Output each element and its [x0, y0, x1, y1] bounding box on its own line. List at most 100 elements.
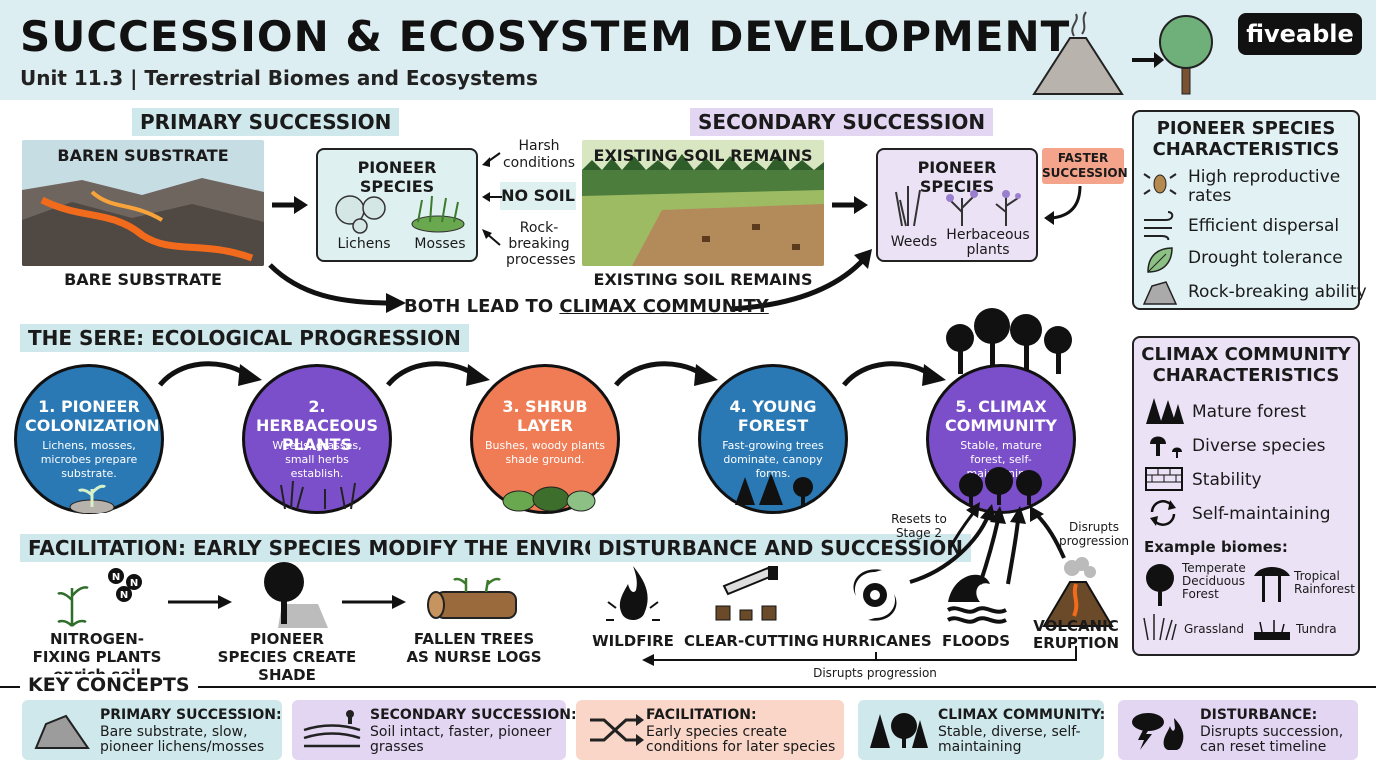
arrow-icon — [272, 196, 308, 214]
existing-soil-top-label: EXISTING SOIL REMAINS — [593, 146, 813, 165]
concept-disturbance-desc: Disrupts succession, can reset timeline — [1200, 724, 1344, 755]
disrupts-progression-right-label: Disrupts progression — [1058, 520, 1130, 548]
arrow-icon — [168, 595, 232, 609]
biome-grassland: Grassland — [1184, 622, 1244, 636]
concept-primary-title: PRIMARY SUCCESSION: — [100, 707, 282, 723]
stage-5-circle: 5. CLIMAX COMMUNITY Stable, mature fores… — [926, 364, 1076, 514]
concept-facilitation-title: FACILITATION: — [646, 707, 757, 723]
pine-trees-icon — [1146, 398, 1184, 424]
stage-3-circle: 3. SHRUB LAYER Bushes, woody plants shad… — [470, 364, 620, 514]
herbaceous-label: Herbaceous plants — [946, 227, 1030, 258]
disrupts-progression-bottom-label: Disrupts progression — [813, 666, 937, 680]
stage-1-desc: Lichens, mosses, microbes prepare substr… — [40, 439, 138, 480]
nurse-log-icon — [427, 577, 517, 619]
stage-2-circle: 2. HERBACEOUS PLANTS Weeds, grasses, sma… — [242, 364, 392, 514]
mosses-label: Mosses — [414, 236, 466, 252]
stage-1-circle: 1. PIONEER COLONIZATION Lichens, mosses,… — [14, 364, 164, 514]
nitrogen-symbol: N — [112, 572, 120, 583]
stage-3-desc: Bushes, woody plants shade ground. — [485, 439, 605, 466]
concept-secondary: SECONDARY SUCCESSION: Soil intact, faste… — [292, 700, 577, 760]
brick-wall-icon — [1145, 467, 1183, 491]
primary-pioneer-title: PIONEER SPECIES — [357, 158, 437, 196]
tundra-icon — [1254, 620, 1290, 640]
leaf-icon — [1147, 247, 1173, 273]
rainforest-icon — [1254, 567, 1290, 602]
key-concepts-rule — [0, 686, 1376, 688]
pioneer-chars-title: PIONEER SPECIES CHARACTERISTICS — [1152, 118, 1340, 160]
stage-2-desc: Weeds, grasses, small herbs establish. — [272, 439, 362, 480]
climax-char-3: Stability — [1192, 470, 1262, 490]
mushroom-species-icon — [1150, 436, 1182, 458]
concept-secondary-desc: Soil intact, faster, pioneer grasses — [370, 724, 552, 755]
grassland-icon — [1143, 614, 1177, 641]
grass-herbs-icon — [280, 480, 356, 510]
substrate-bottom-label: BARE SUBSTRATE — [64, 270, 222, 289]
biome-temperate: Temperate Deciduous Forest — [1182, 561, 1246, 601]
stage-1-title: 1. PIONEER COLONIZATION — [25, 397, 160, 435]
concept-climax-desc: Stable, diverse, self-maintaining — [938, 724, 1081, 755]
arrow-icon — [832, 196, 868, 214]
biome-tropical: Tropical Rainforest — [1294, 569, 1355, 596]
saw-stumps-icon — [715, 566, 778, 621]
concept-disturbance-title: DISTURBANCE: — [1200, 707, 1318, 723]
pioneer-char-1: High reproductive rates — [1188, 167, 1341, 206]
stage-3-title: 3. SHRUB LAYER — [502, 397, 588, 435]
climax-chars-title: CLIMAX COMMUNITY CHARACTERISTICS — [1141, 344, 1351, 386]
nitrogen-symbol: N — [130, 578, 138, 589]
shuffle-icon — [590, 714, 644, 746]
hurricane-icon — [853, 569, 897, 621]
facilitation-step-3: FALLEN TREES AS NURSE LOGS — [406, 630, 542, 666]
example-biomes-title: Example biomes: — [1144, 538, 1288, 556]
harsh-conditions-label: Harsh conditions — [502, 138, 576, 171]
mature-forest-icon — [959, 467, 1042, 505]
secondary-pioneer-title: PIONEER SPECIES — [917, 158, 997, 196]
young-trees-icon — [735, 473, 813, 507]
shrub-icon — [502, 486, 596, 512]
pioneer-char-4: Rock-breaking ability — [1188, 282, 1367, 302]
lichen-moss-icon — [335, 195, 465, 234]
disturbance-title: DISTURBANCE AND SUCCESSION — [590, 534, 972, 562]
weeds-label: Weeds — [890, 234, 938, 250]
brand-logo[interactable]: fiveable — [1238, 13, 1362, 55]
climax-char-4: Self-maintaining — [1192, 504, 1331, 524]
disturbance-volcanic: VOLCANIC ERUPTION — [1032, 617, 1120, 652]
page-title: SUCCESSION & ECOSYSTEM DEVELOPMENT — [20, 12, 1071, 61]
reset-arrows — [909, 502, 1066, 585]
disrupts-return-arrow — [642, 646, 1077, 666]
small-arrows-icon — [482, 152, 502, 246]
stage-4-desc: Fast-growing trees dominate, canopy form… — [722, 439, 824, 480]
page-subtitle: Unit 11.3 | Terrestrial Biomes and Ecosy… — [20, 66, 538, 90]
sere-progression-arrows — [158, 361, 946, 387]
primary-pioneer-panel: PIONEER SPECIES Lichens Mosses — [316, 148, 478, 262]
climax-char-1: Mature forest — [1192, 402, 1306, 422]
key-concepts-title: KEY CONCEPTS — [20, 674, 198, 696]
disturbance-floods: FLOODS — [941, 632, 1011, 650]
resets-to-stage-2-label: Resets to Stage 2 — [891, 512, 947, 540]
weeds-herb-icon — [895, 186, 1021, 227]
curved-arrow-icon — [1044, 185, 1082, 225]
concept-disturbance: DISTURBANCE: Disrupts succession, can re… — [1118, 700, 1358, 760]
secondary-succession-title: SECONDARY SUCCESSION — [690, 108, 994, 136]
nitrogen-symbol: N — [120, 590, 128, 601]
plowed-field-icon — [303, 710, 361, 748]
existing-soil-bottom-label: EXISTING SOIL REMAINS — [593, 270, 813, 289]
facilitation-title: FACILITATION: EARLY SPECIES MODIFY THE E… — [20, 534, 690, 562]
no-soil-badge: NO SOIL — [500, 182, 576, 210]
volcanic-substrate-image — [22, 140, 264, 266]
concept-climax: CLIMAX COMMUNITY: Stable, diverse, self-… — [858, 700, 1106, 760]
concept-climax-title: CLIMAX COMMUNITY: — [938, 707, 1106, 723]
deciduous-tree-icon — [1146, 564, 1174, 606]
disturbance-hurricanes: HURRICANES — [822, 632, 932, 650]
disturbance-wildfire: WILDFIRE — [592, 632, 674, 650]
pioneer-char-2: Efficient dispersal — [1188, 216, 1340, 236]
substrate-top-label: BAREN SUBSTRATE — [57, 146, 229, 165]
pioneer-char-3: Drought tolerance — [1188, 248, 1343, 268]
wind-icon — [1144, 211, 1174, 240]
storm-fire-icon — [1132, 713, 1184, 750]
cycle-icon — [1150, 500, 1176, 526]
stage-4-circle: 4. YOUNG FOREST Fast-growing trees domin… — [698, 364, 848, 514]
forest-icon — [870, 713, 928, 748]
concept-facilitation-desc: Early species create conditions for late… — [646, 724, 836, 755]
both-lead-emphasis: CLIMAX COMMUNITY — [559, 296, 769, 317]
stage-5-title: 5. CLIMAX COMMUNITY — [944, 397, 1058, 435]
